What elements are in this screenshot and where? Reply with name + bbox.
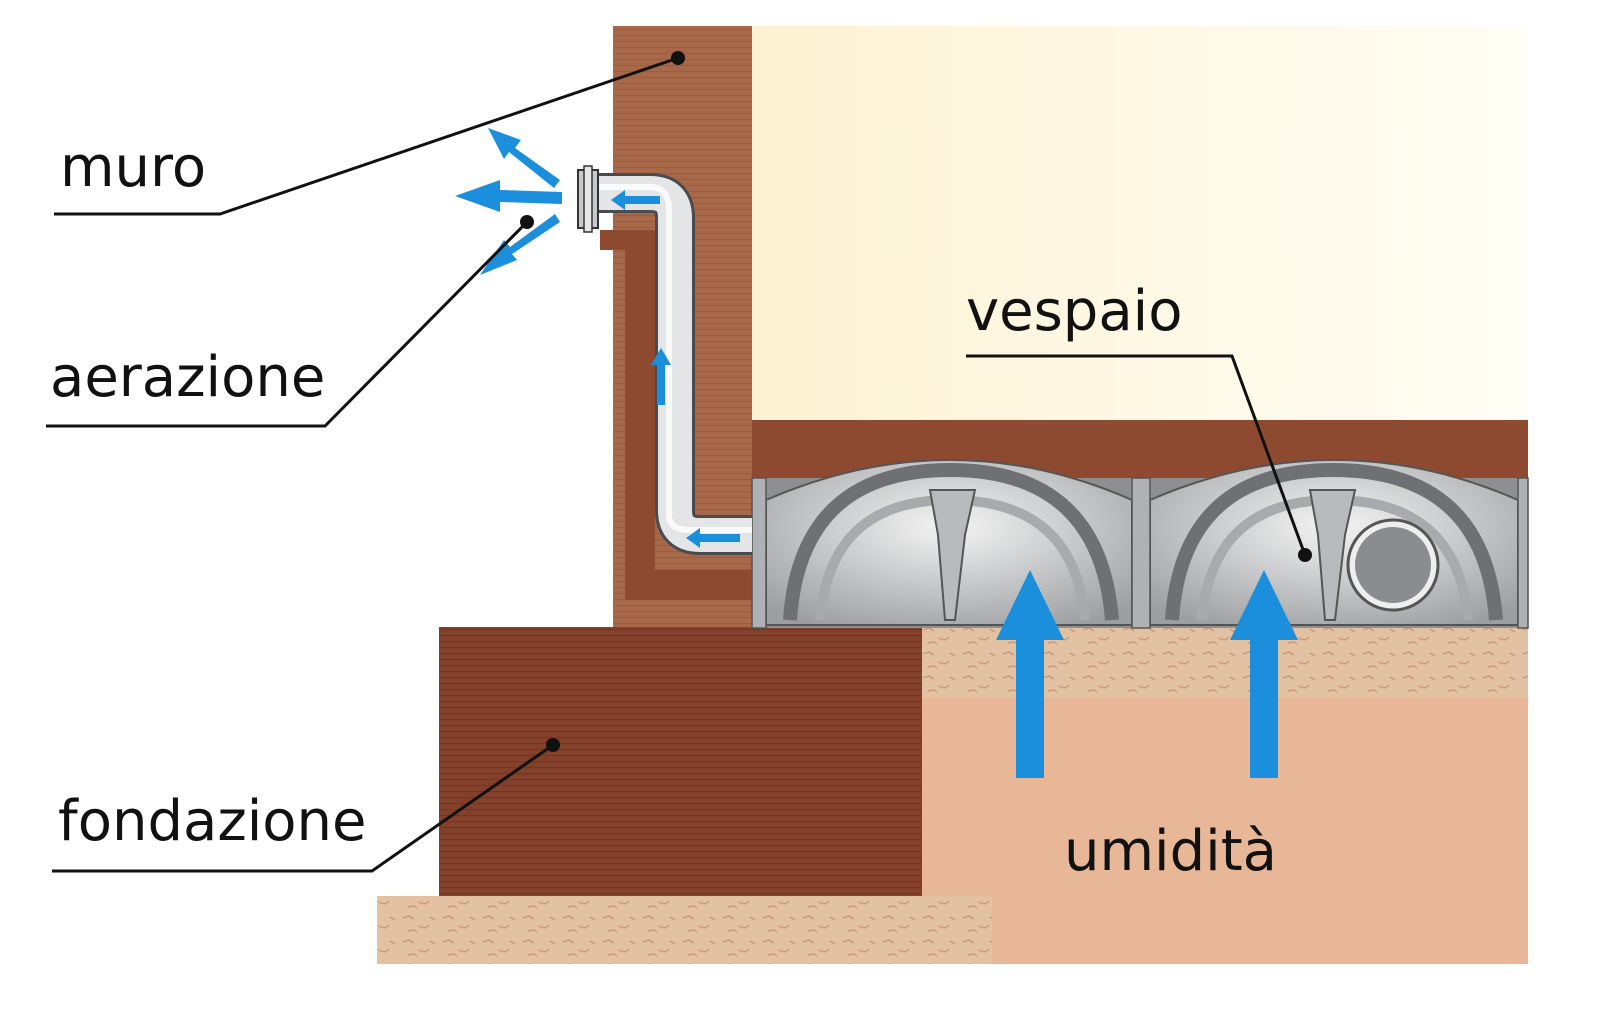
- airflow-arrows-exhaust: [455, 128, 562, 275]
- interior-room: [752, 26, 1528, 420]
- foundation: [439, 627, 922, 896]
- label-muro: muro: [60, 135, 206, 200]
- arrow-icon: [996, 570, 1064, 778]
- leader-lines: [46, 56, 1307, 873]
- arrow-icon: [488, 128, 560, 188]
- dot-aerazione: [520, 215, 534, 229]
- gravel-layer-base: [377, 896, 992, 964]
- dot-fondazione: [546, 738, 560, 752]
- leader-muro: [54, 56, 679, 216]
- arrow-icon: [611, 190, 660, 210]
- leader-fondazione: [52, 743, 554, 873]
- arrow-icon: [686, 528, 740, 548]
- leader-vespaio: [966, 354, 1307, 556]
- leader-aerazione: [46, 220, 529, 428]
- label-vespaio: vespaio: [966, 279, 1182, 344]
- label-umidita: umidità: [1064, 819, 1277, 884]
- humidity-arrows: [996, 570, 1298, 778]
- vespaio-domes: [751, 459, 1529, 629]
- arrow-icon: [480, 214, 560, 275]
- dot-muro: [671, 51, 685, 65]
- arrow-icon: [455, 180, 562, 212]
- dot-vespaio: [1298, 548, 1312, 562]
- airflow-arrows-pipe: [611, 190, 740, 548]
- arrow-icon: [1230, 570, 1298, 778]
- label-aerazione: aerazione: [50, 345, 325, 410]
- pipe-shadow: [600, 230, 780, 600]
- leader-dots: [520, 51, 1312, 752]
- label-fondazione: fondazione: [58, 789, 367, 854]
- arrow-icon: [651, 348, 671, 405]
